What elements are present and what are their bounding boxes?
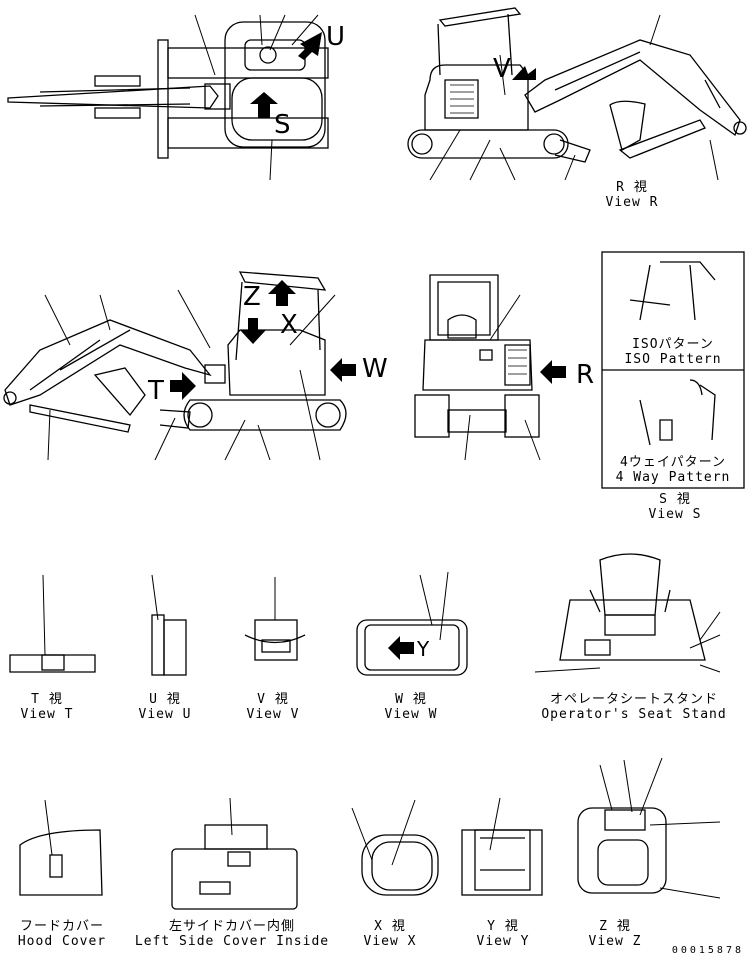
caption-view-y-jp: Y 視 <box>487 919 519 934</box>
view-w-drawing <box>356 571 468 676</box>
caption-view-s-en: View S <box>648 507 702 522</box>
leader-lines-top-view <box>194 14 319 181</box>
caption-view-u-jp: U 視 <box>149 692 181 707</box>
arrow-t <box>170 372 196 400</box>
caption-left-side-cover-jp: 左サイドカバー内側 <box>168 919 295 934</box>
excavator-side-view <box>3 271 347 433</box>
arrow-u <box>298 32 322 60</box>
marker-w: W <box>362 354 388 384</box>
arrow-v <box>512 66 536 80</box>
marker-s: S <box>274 110 291 140</box>
caption-view-w-en: View W <box>384 707 438 722</box>
caption-view-y: Y 視 View Y <box>468 919 538 949</box>
caption-4way-pattern-jp: 4ウェイパターン <box>620 455 726 470</box>
caption-view-x-jp: X 視 <box>374 919 406 934</box>
caption-seat-stand-en: Operator's Seat Stand <box>541 707 727 722</box>
view-y-drawing <box>461 797 543 896</box>
caption-iso-pattern: ISOパターン ISO Pattern <box>606 337 740 367</box>
caption-view-r-en: View R <box>605 195 659 210</box>
caption-view-w-jp: W 視 <box>395 692 427 707</box>
arrow-r <box>540 360 566 384</box>
caption-view-t-en: View T <box>20 707 74 722</box>
caption-4way-pattern: 4ウェイパターン 4 Way Pattern <box>606 455 740 485</box>
marker-v: V <box>493 54 511 84</box>
hood-cover-drawing <box>19 799 103 896</box>
seat-stand-drawing <box>534 553 721 673</box>
caption-view-z: Z 視 View Z <box>580 919 650 949</box>
view-s-panel <box>601 251 745 489</box>
caption-iso-pattern-en: ISO Pattern <box>624 352 722 367</box>
excavator-rear-view <box>414 274 540 438</box>
caption-hood-cover-en: Hood Cover <box>17 934 107 949</box>
caption-view-y-en: View Y <box>476 934 530 949</box>
caption-4way-pattern-en: 4 Way Pattern <box>615 470 731 485</box>
excavator-top-view <box>7 21 329 159</box>
leader-lines-rear-view <box>464 294 541 461</box>
view-z-drawing <box>577 757 721 899</box>
view-x-drawing <box>351 799 439 896</box>
caption-view-s-jp: S 視 <box>659 492 691 507</box>
marker-r: R <box>576 360 595 390</box>
view-t-drawing <box>9 574 96 673</box>
caption-view-s: S 視 View S <box>640 492 710 522</box>
marker-y: Y <box>417 637 430 661</box>
caption-view-v-en: View V <box>246 707 300 722</box>
caption-seat-stand-jp: オペレータシートスタンド <box>549 692 718 707</box>
caption-iso-pattern-jp: ISOパターン <box>632 337 714 352</box>
caption-left-side-cover-en: Left Side Cover Inside <box>134 934 330 949</box>
view-v-drawing <box>244 577 306 661</box>
marker-t: T <box>148 376 164 406</box>
caption-view-v-jp: V 視 <box>257 692 289 707</box>
arrow-in-view-w <box>388 636 414 660</box>
caption-view-z-jp: Z 視 <box>599 919 631 934</box>
caption-view-x: X 視 View X <box>355 919 425 949</box>
arrow-down <box>240 318 266 344</box>
excavator-view-r <box>407 7 747 163</box>
leader-lines-view-r <box>429 14 719 181</box>
left-side-cover-drawing <box>171 797 298 910</box>
caption-view-u-en: View U <box>138 707 192 722</box>
marker-z: Z <box>243 282 261 312</box>
caption-view-r-jp: R 視 <box>616 180 648 195</box>
caption-seat-stand: オペレータシートスタンド Operator's Seat Stand <box>538 692 730 722</box>
caption-view-z-en: View Z <box>588 934 642 949</box>
caption-view-v: V 視 View V <box>238 692 308 722</box>
view-u-drawing <box>151 574 187 676</box>
caption-view-r: R 視 View R <box>592 180 672 210</box>
caption-view-u: U 視 View U <box>130 692 200 722</box>
document-number: 00015878 <box>671 945 744 956</box>
leader-lines-side-view <box>44 289 336 461</box>
arrow-w <box>330 358 356 382</box>
caption-hood-cover: フードカバー Hood Cover <box>12 919 112 949</box>
caption-view-w: W 視 View W <box>376 692 446 722</box>
caption-view-t: T 視 View T <box>12 692 82 722</box>
caption-view-t-jp: T 視 <box>31 692 63 707</box>
caption-hood-cover-jp: フードカバー <box>19 919 104 934</box>
marker-x: X <box>280 310 298 340</box>
caption-view-x-en: View X <box>363 934 417 949</box>
caption-left-side-cover: 左サイドカバー内側 Left Side Cover Inside <box>132 919 332 949</box>
arrow-z <box>268 280 296 306</box>
marker-u: U <box>326 22 346 52</box>
arrow-up-s <box>250 92 278 118</box>
